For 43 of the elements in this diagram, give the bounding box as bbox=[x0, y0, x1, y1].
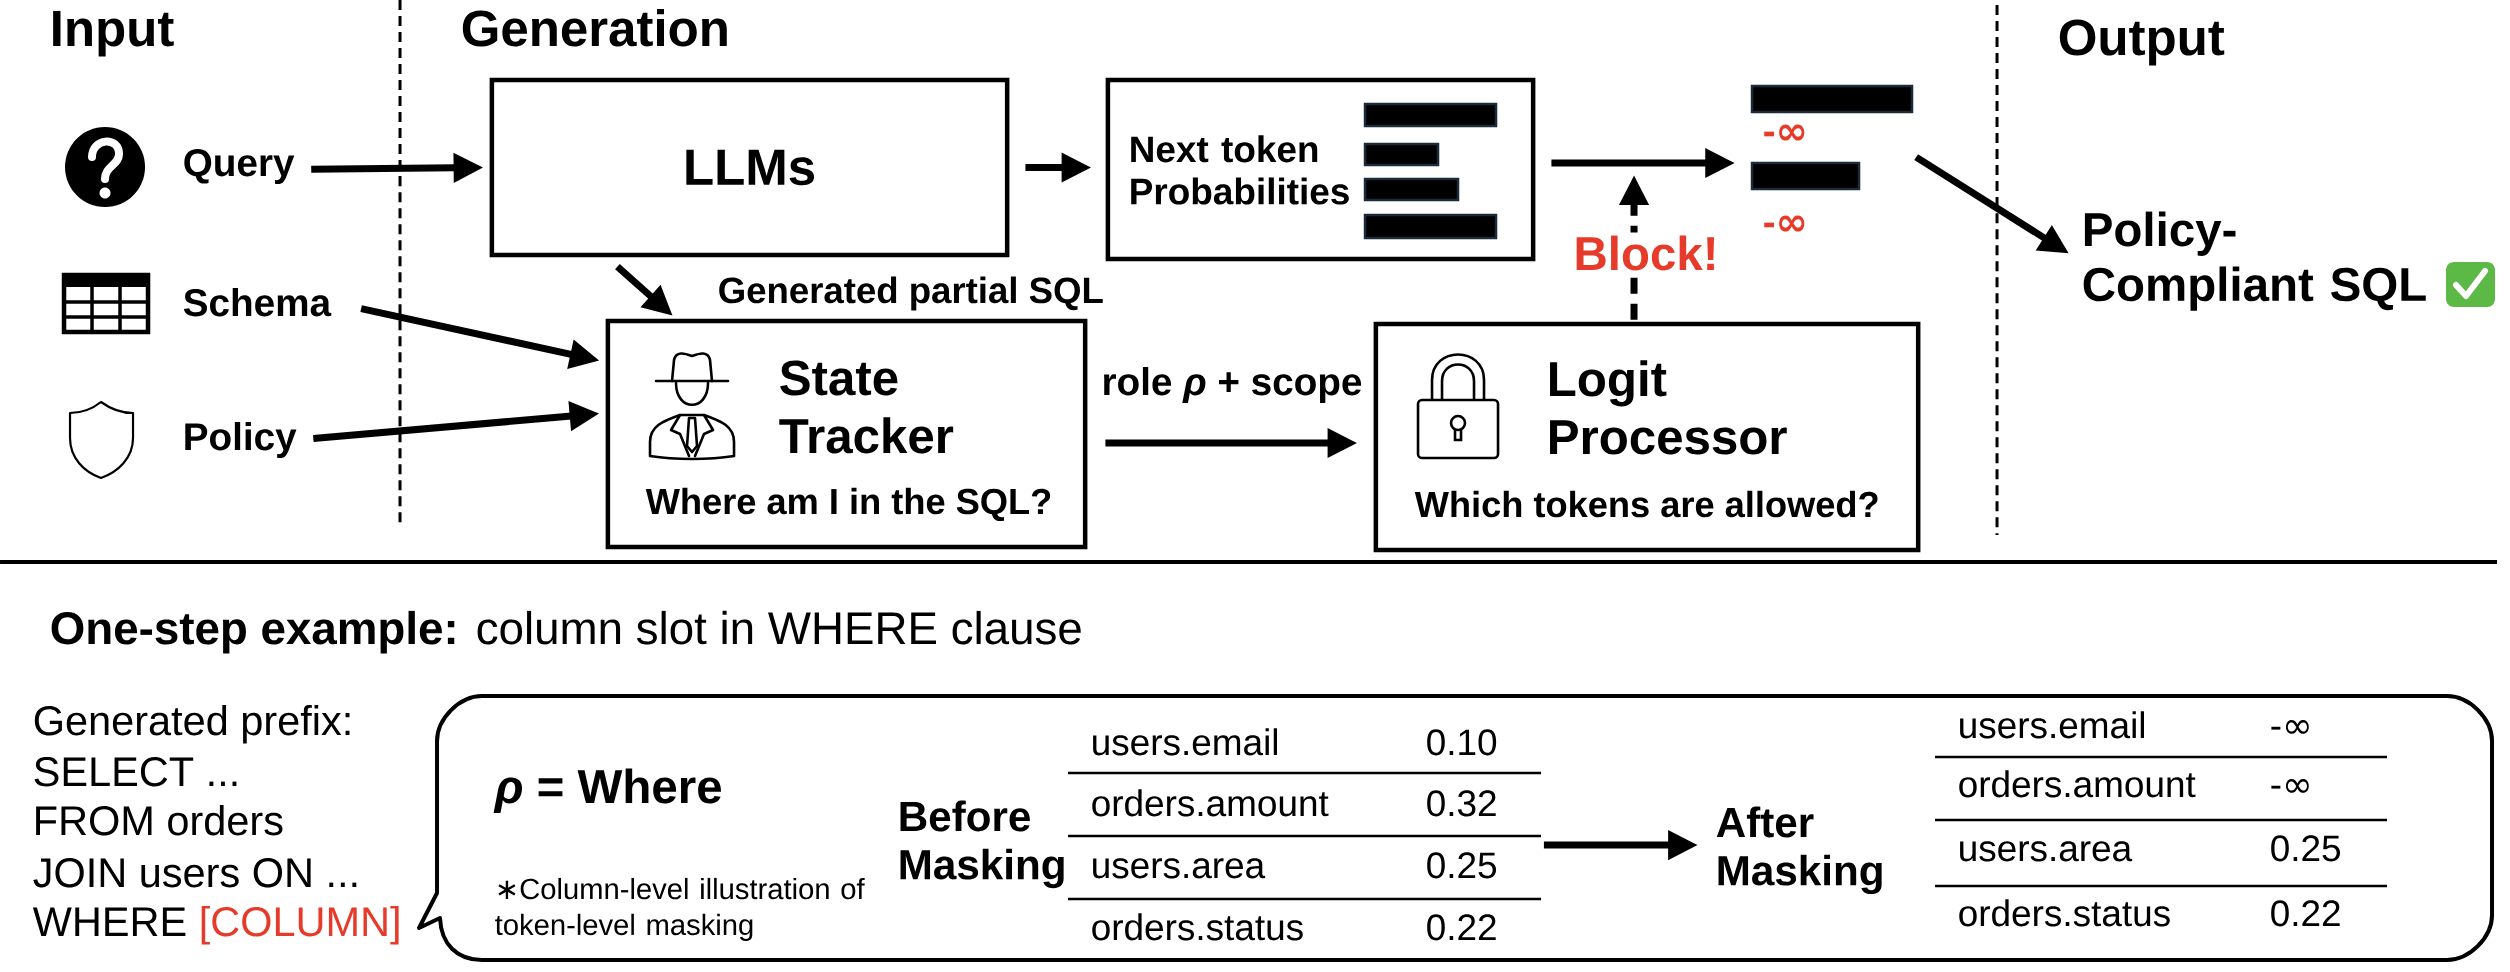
masking-heading: After Masking bbox=[1716, 806, 1882, 895]
column-name: orders.status bbox=[1959, 899, 2170, 927]
process-title: State Tracker bbox=[779, 360, 954, 454]
process-box: LLMs bbox=[489, 77, 1010, 258]
probability-value: -∞ bbox=[2271, 720, 2309, 734]
masking-heading: Before Masking bbox=[900, 800, 1064, 889]
code-line: WHERE [COLUMN] bbox=[32, 905, 399, 945]
edge-label: role ρ + scope bbox=[1098, 364, 1366, 407]
column-name: users.area bbox=[1960, 841, 2133, 862]
column-name: users.email bbox=[1093, 728, 1277, 756]
section-heading: One-step example: column slot in WHERE clause bbox=[51, 610, 1081, 654]
edge-label: Block! bbox=[1570, 232, 1722, 274]
column-name: orders.amount bbox=[1092, 789, 1329, 817]
column-name: users.area bbox=[1093, 858, 1266, 879]
input-label: Schema bbox=[183, 288, 332, 317]
masked-value: -∞ bbox=[1764, 124, 1805, 141]
footnote: ∗Column-level illustration of token-level masking bbox=[495, 877, 865, 941]
probability-value: 0.25 bbox=[1427, 852, 1497, 879]
formula-text: ρ = Where bbox=[493, 768, 721, 813]
code-line: Generated prefix: bbox=[34, 704, 350, 744]
probability-value: -∞ bbox=[2271, 779, 2309, 793]
masked-value: -∞ bbox=[1764, 215, 1805, 232]
process-question: Where am I in the SQL? bbox=[645, 487, 1051, 522]
probability-value: 0.25 bbox=[2271, 835, 2341, 862]
input-label: Policy bbox=[185, 422, 297, 458]
section-heading: Output bbox=[2059, 19, 2225, 66]
probability-value: 0.10 bbox=[1427, 729, 1497, 756]
output-label: Policy- Compliant SQL bbox=[2083, 211, 2426, 311]
code-line: JOIN users ON ... bbox=[33, 858, 357, 888]
probability-value: 0.22 bbox=[2271, 900, 2340, 927]
column-name: users.email bbox=[1960, 711, 2145, 739]
code-line: SELECT ... bbox=[34, 757, 237, 787]
column-name: orders.status bbox=[1092, 913, 1303, 941]
process-question: Which tokens are allowed? bbox=[1414, 490, 1878, 518]
probability-value: 0.22 bbox=[1427, 914, 1496, 941]
section-heading: Input bbox=[53, 10, 174, 57]
probability-value: 0.32 bbox=[1427, 790, 1496, 817]
column-name: orders.amount bbox=[1959, 770, 2196, 798]
input-label: Query bbox=[184, 149, 295, 184]
edge-label: Generated partial SQL bbox=[714, 273, 1107, 314]
process-title: Next token Probabilities bbox=[1131, 135, 1349, 205]
code-line: FROM orders bbox=[36, 804, 283, 836]
process-title: Logit Processor bbox=[1550, 360, 1787, 455]
